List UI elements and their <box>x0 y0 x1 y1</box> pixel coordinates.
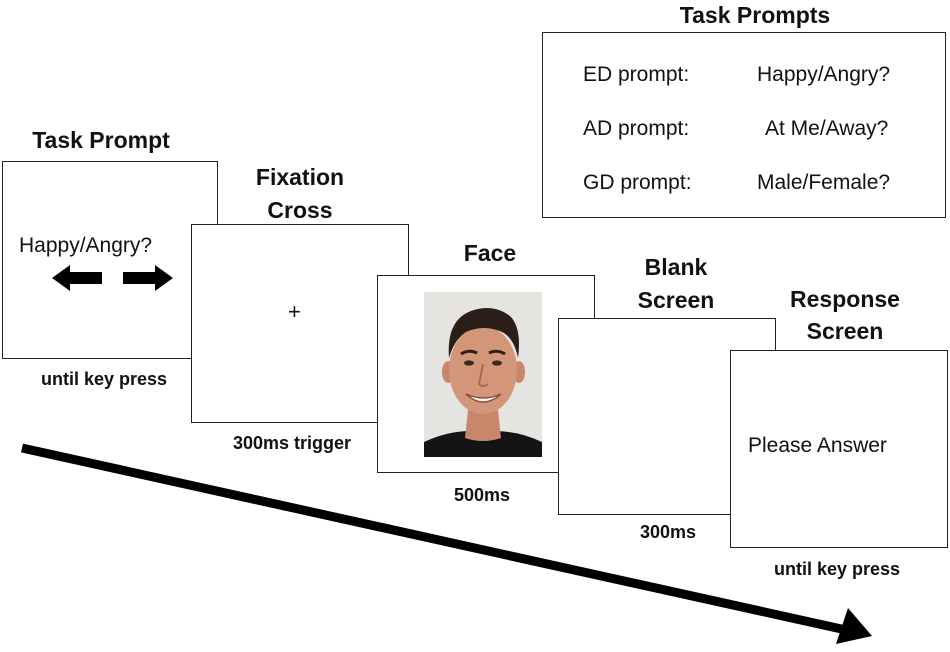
ed-prompt-label: ED prompt: <box>583 63 690 86</box>
fixation-cross-title-line2: Cross <box>267 197 333 223</box>
task-prompts-title: Task Prompts <box>679 2 831 28</box>
ed-prompt-value: Happy/Angry? <box>757 63 891 86</box>
task-prompt-title: Task Prompt <box>32 127 170 153</box>
face-title: Face <box>463 240 517 266</box>
ad-prompt-label: AD prompt: <box>583 117 690 140</box>
ad-prompt-value: At Me/Away? <box>765 117 889 140</box>
response-screen-timing: until key press <box>773 559 901 579</box>
response-screen: Please Answer <box>730 350 948 548</box>
task-prompts-box: ED prompt: Happy/Angry? AD prompt: At Me… <box>542 32 946 218</box>
response-screen-title-line1: Response <box>790 286 900 312</box>
fixation-cross-timing: 300ms trigger <box>232 433 352 453</box>
blank-screen-title-line2: Screen <box>637 287 715 313</box>
fixation-cross-symbol: + <box>288 299 301 324</box>
response-screen-title-line2: Screen <box>806 318 884 344</box>
gd-prompt-label: GD prompt: <box>583 171 692 194</box>
task-prompt-screen: Happy/Angry? <box>2 161 218 359</box>
fixation-cross-screen: + <box>191 224 409 423</box>
face-photo <box>424 292 542 457</box>
gd-prompt-value: Male/Female? <box>757 171 891 194</box>
blank-screen-title-line1: Blank <box>644 254 708 280</box>
task-prompt-text: Happy/Angry? <box>19 234 153 257</box>
left-arrow-icon <box>52 265 102 291</box>
fixation-cross-title-line1: Fixation <box>255 164 345 190</box>
face-timing: 500ms <box>453 485 511 505</box>
response-screen-text: Please Answer <box>748 434 887 457</box>
right-arrow-icon <box>123 265 173 291</box>
task-prompt-timing: until key press <box>40 369 168 389</box>
blank-screen-timing: 300ms <box>639 522 697 542</box>
